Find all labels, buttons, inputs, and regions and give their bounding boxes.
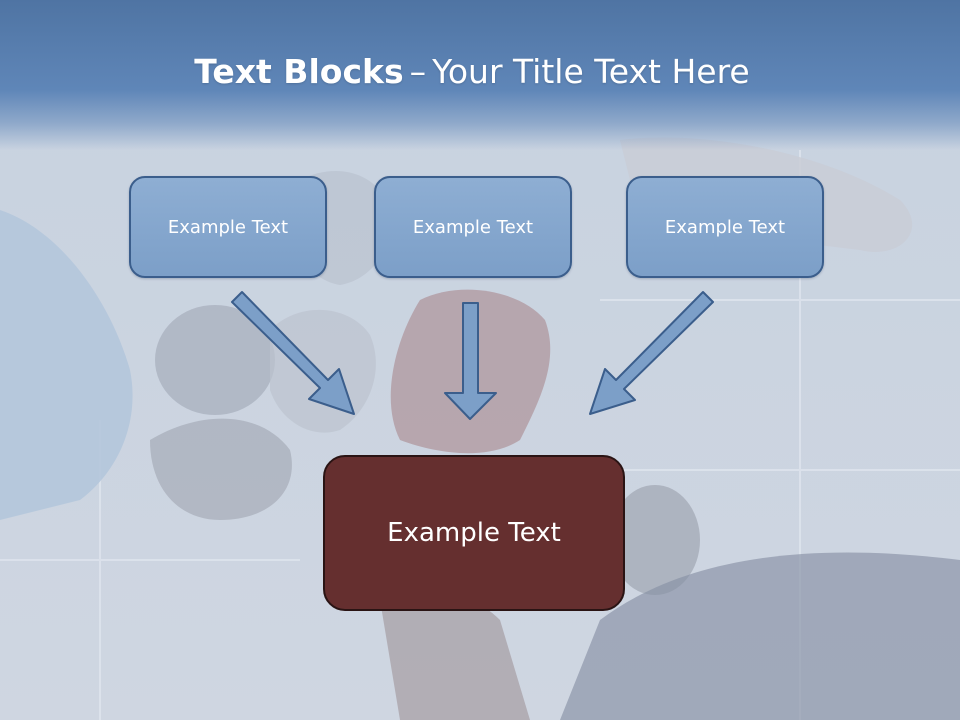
header-band	[0, 0, 960, 150]
title-rest-part: Your Title Text Here	[432, 52, 750, 91]
title-bold-part: Text Blocks	[194, 52, 404, 91]
title-separator: –	[409, 52, 427, 91]
target-text-block[interactable]: Example Text	[323, 455, 625, 611]
text-block-3[interactable]: Example Text	[626, 176, 824, 278]
text-block-1[interactable]: Example Text	[129, 176, 327, 278]
slide-title: Text Blocks–Your Title Text Here	[0, 52, 944, 91]
text-block-2[interactable]: Example Text	[374, 176, 572, 278]
